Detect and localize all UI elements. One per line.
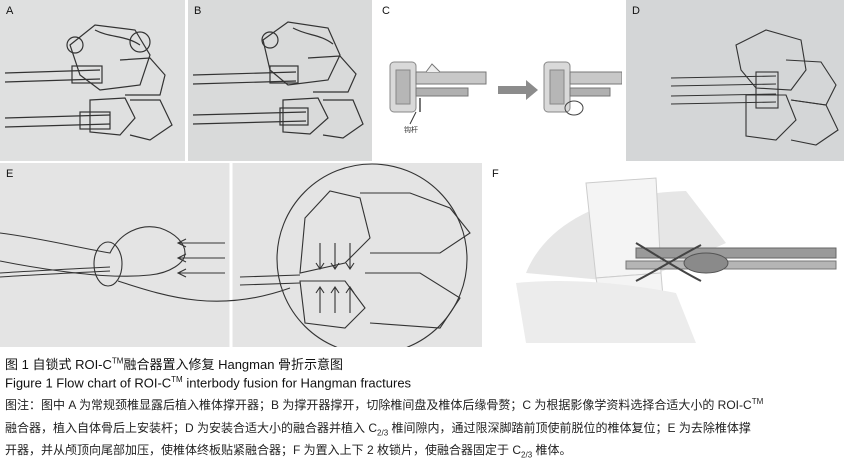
note-l1-tm: TM <box>751 397 764 406</box>
panel-d-label: D <box>632 5 640 17</box>
panel-d-sketch <box>670 29 839 146</box>
panel-e-sketch <box>0 163 471 347</box>
panel-d: D <box>626 0 844 161</box>
note-l3-text-b: 椎体。 <box>532 443 572 457</box>
caption-cn-prefix: 图 1 自锁式 ROI-C <box>5 357 112 372</box>
panel-f: F <box>486 163 844 347</box>
panel-a-label: A <box>6 5 14 17</box>
note-l3-text-a: 开器，并从颅顶向尾部加压，使椎体终板贴紧融合器；F 为置入上下 2 枚锁片，使融… <box>5 443 522 457</box>
panel-f-label: F <box>492 168 499 180</box>
caption-cn-suffix: 融合器置入修复 Hangman 骨折示意图 <box>123 357 344 372</box>
panel-c-label: C <box>382 5 390 17</box>
panel-f-illustration <box>516 177 837 343</box>
panel-a: A <box>0 0 185 161</box>
caption-cn-tm: TM <box>111 356 124 366</box>
caption-en-suffix: interbody fusion for Hangman fractures <box>182 375 412 391</box>
note-l2-sub: 2/3 <box>377 428 389 438</box>
panel-b: B <box>188 0 372 161</box>
c-arrow-right-icon <box>498 80 538 100</box>
note-l2-text-b: 椎间隙内，通过限深脚踏前顶使前脱位的椎体复位；E 为去除椎体撑 <box>388 421 751 435</box>
figure-note-line-2: 融合器，植入自体骨后上安装杆；D 为安装合适大小的融合器并植入 C2/3 椎间隙… <box>5 419 751 437</box>
panel-e-label: E <box>6 168 14 180</box>
figure-note-line-1: 图注：图中 A 为常规颈椎显露后植入椎体撑开器；B 为撑开器撑开，切除椎间盘及椎… <box>5 396 763 413</box>
figure-note-line-3: 开器，并从颅顶向尾部加压，使椎体终板贴紧融合器；F 为置入上下 2 枚锁片，使融… <box>5 441 571 459</box>
panel-c-illustration: 钩杆 <box>389 61 622 134</box>
note-l1-text: 图注：图中 A 为常规颈椎显露后植入椎体撑开器；B 为撑开器撑开，切除椎间盘及椎… <box>5 398 752 412</box>
caption-en-prefix: Figure 1 Flow chart of ROI-C <box>5 375 172 391</box>
panel-b-sketch <box>192 21 364 139</box>
panel-a-sketch <box>4 24 173 141</box>
panel-c: C 钩杆 <box>376 0 622 161</box>
figure-caption-cn: 图 1 自锁式 ROI-CTM融合器置入修复 Hangman 骨折示意图 <box>5 354 343 373</box>
note-l3-sub: 2/3 <box>521 450 533 460</box>
figure-caption-en: Figure 1 Flow chart of ROI-CTM interbody… <box>5 375 411 390</box>
note-l2-text-a: 融合器，植入自体骨后上安装杆；D 为安装合适大小的融合器并植入 C <box>5 421 378 435</box>
panel-e: E <box>0 163 482 347</box>
panel-b-label: B <box>194 5 202 17</box>
caption-en-tm: TM <box>171 375 183 384</box>
c-callout-label: 钩杆 <box>404 125 418 134</box>
